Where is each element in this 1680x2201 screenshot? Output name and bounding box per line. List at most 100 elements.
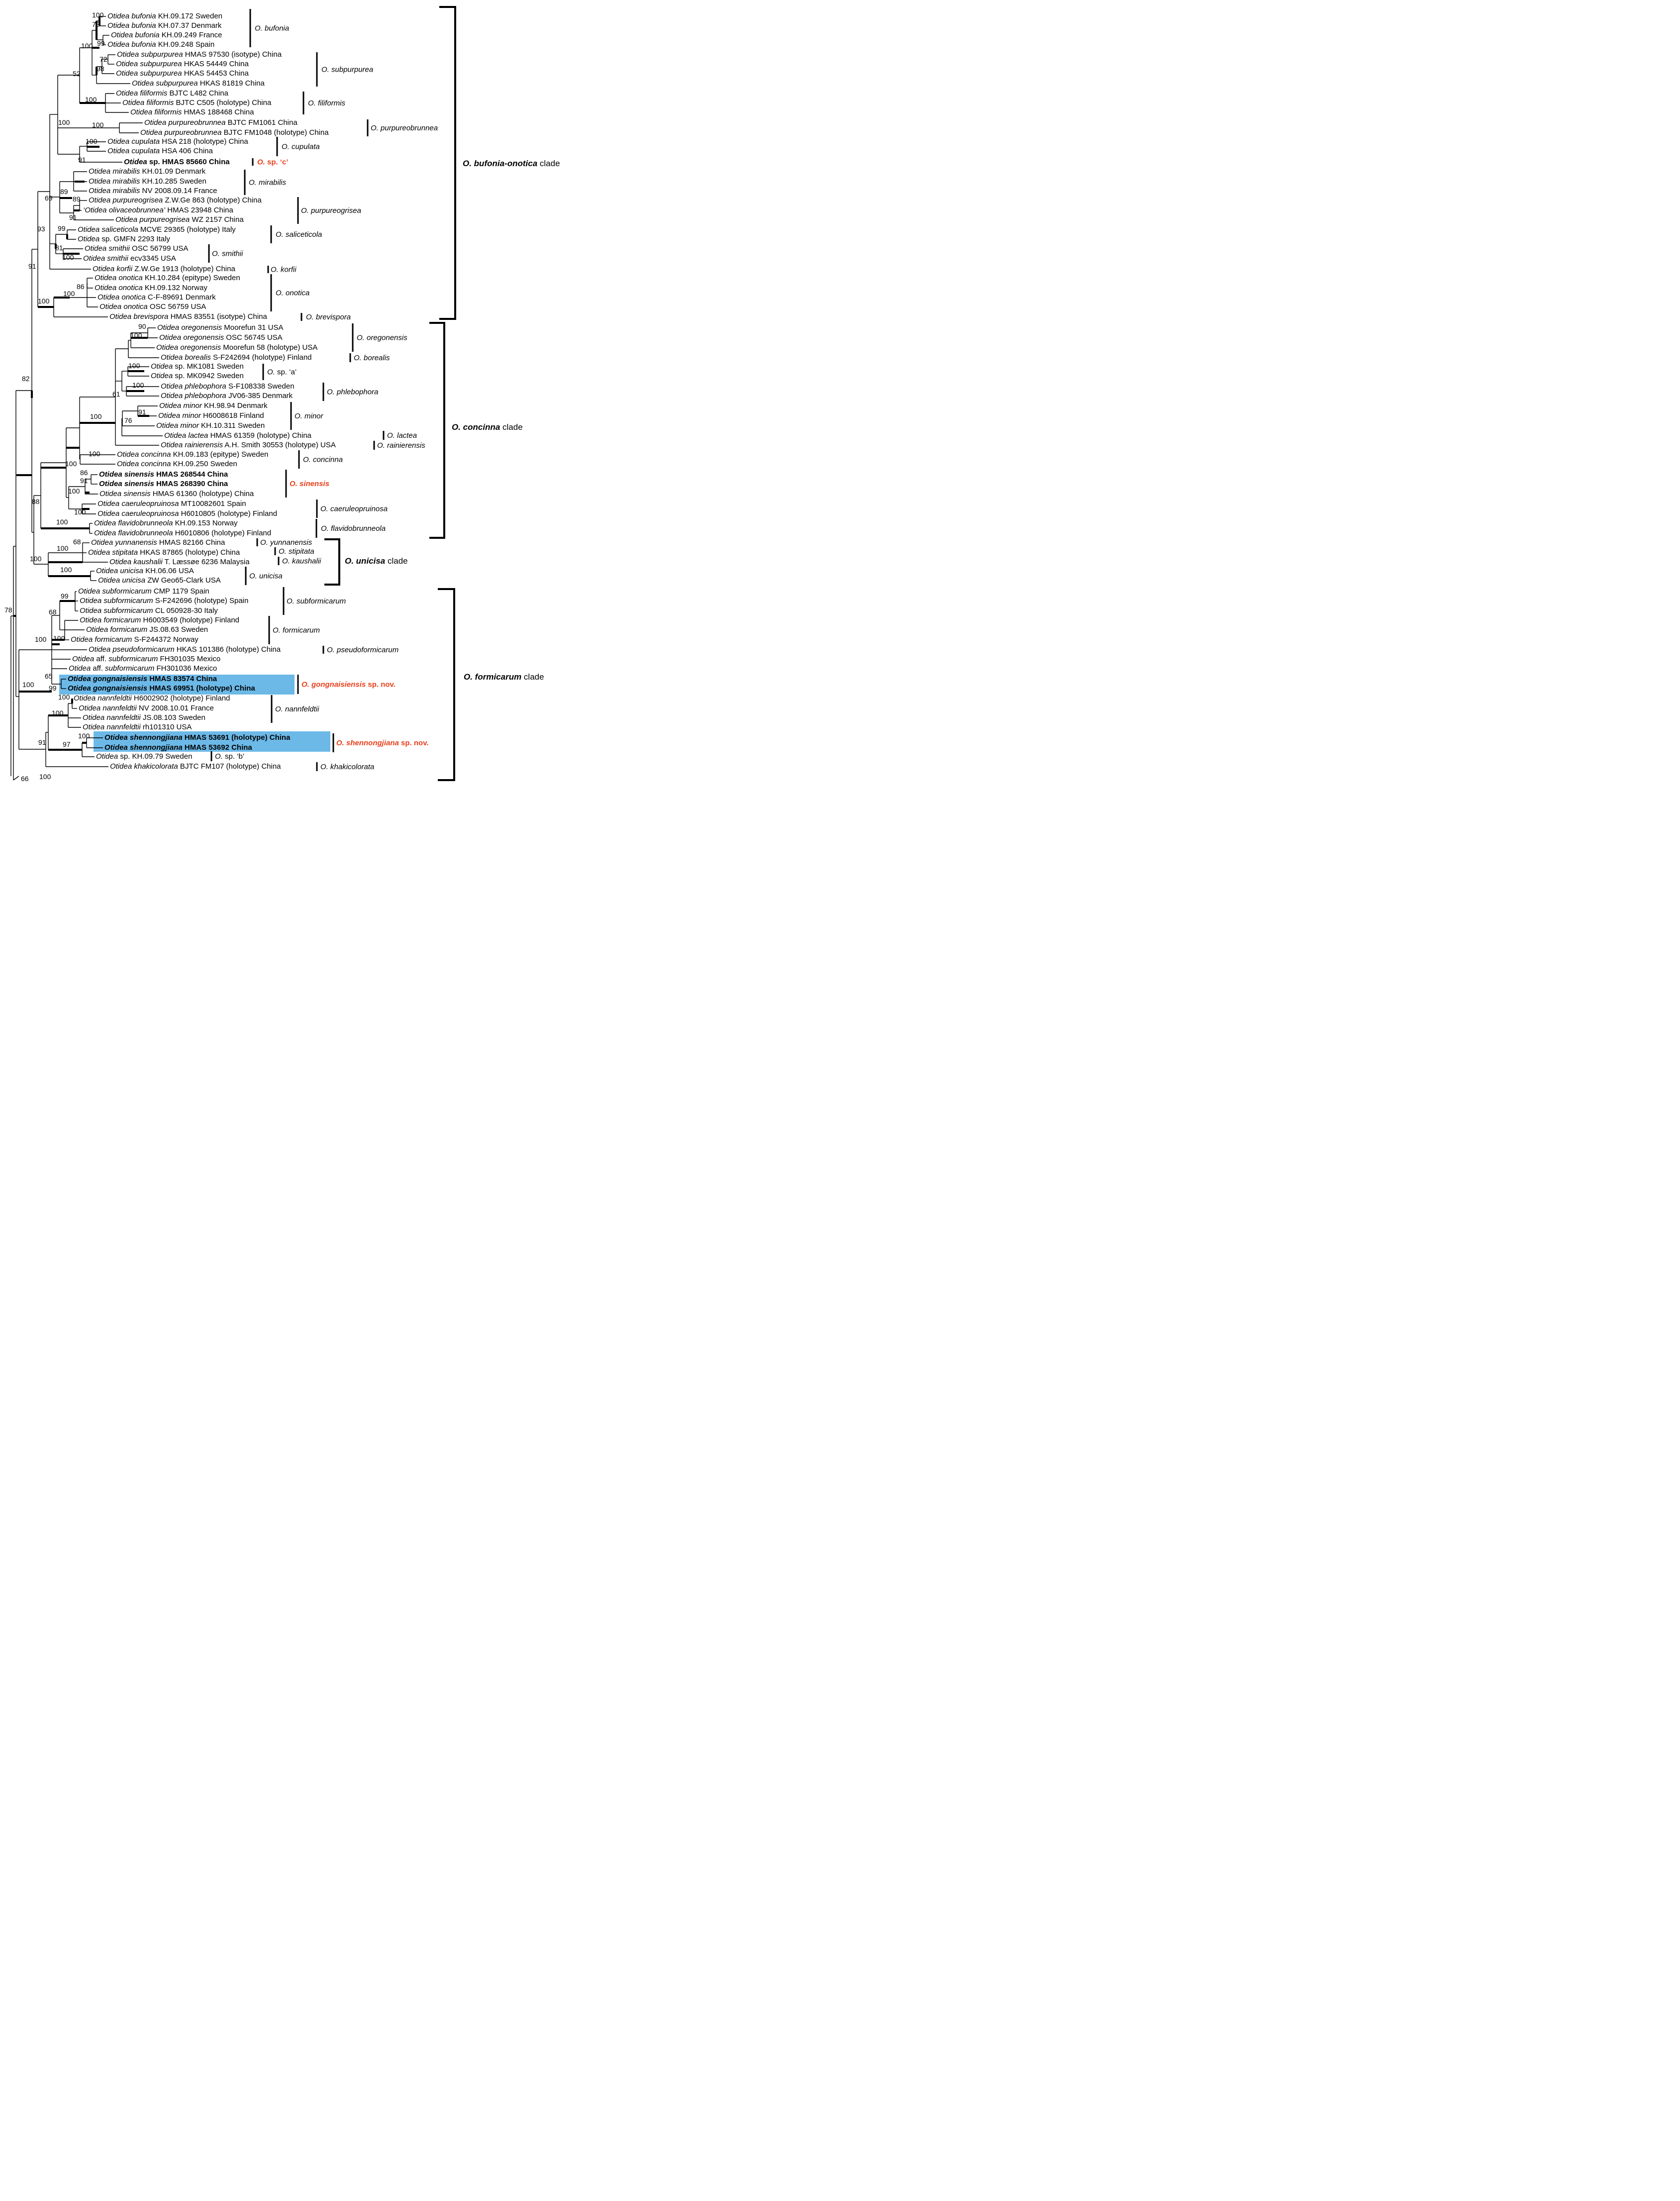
taxon-label: Otidea flavidobrunneola KH.09.153 Norway (94, 519, 238, 527)
taxon-label: Otidea minor KH.98.94 Denmark (159, 401, 268, 410)
support-value: 68 (49, 608, 57, 616)
taxon-label: Otidea sp. MK0942 Sweden (151, 372, 244, 380)
support-value: 91 (138, 408, 146, 416)
species-label: O. korfii (271, 265, 296, 274)
support-value: 100 (62, 253, 74, 261)
taxon-label: Otidea formicarum JS.08.63 Sweden (86, 625, 208, 634)
species-label: O. minor (295, 412, 324, 420)
clade-bracket (438, 588, 455, 781)
support-value: 91 (28, 262, 36, 270)
support-value: 100 (22, 681, 34, 689)
species-label: O. nannfeldtii (275, 705, 319, 713)
support-value: 61 (112, 390, 120, 398)
support-value: 100 (85, 96, 97, 103)
taxon-label: Otidea aff. subformicarum FH301036 Mexic… (69, 664, 217, 673)
support-value: 100 (81, 42, 93, 50)
taxon-label: Otidea rainierensis A.H. Smith 30553 (ho… (161, 441, 336, 449)
support-value: 68 (73, 538, 81, 546)
clade-label: O. concinna clade (452, 422, 523, 432)
species-label: O. pseudoformicarum (327, 646, 398, 654)
taxon-label: Otidea filiformis HMAS 188468 China (130, 108, 254, 116)
taxon-label: Otidea subpurpurea HKAS 81819 China (132, 79, 265, 88)
taxon-label: ‘Otidea olivaceobrunnea’ HMAS 23948 Chin… (83, 206, 234, 214)
species-label: O. sp. ‘b’ (215, 752, 244, 761)
clade-label: O. formicarum clade (464, 672, 544, 682)
species-label: O. formicarum (273, 626, 320, 634)
taxon-label: Otidea onotica KH.10.284 (epitype) Swede… (95, 274, 240, 282)
species-label: O. cupulata (282, 142, 320, 151)
taxon-label: Otidea caeruleopruinosa H6010805 (holoty… (98, 509, 277, 518)
species-label: O. khakicolorata (320, 763, 374, 771)
taxon-label: Otidea oregonensis OSC 56745 USA (159, 333, 283, 342)
taxon-label: Otidea pseudoformicarum HKAS 101386 (hol… (89, 645, 281, 654)
taxon-label: Otidea nannfeldtii H6002902 (holotype) F… (74, 694, 230, 702)
support-value: 91 (80, 477, 88, 485)
taxon-label: Otidea bufonia KH.09.248 Spain (107, 40, 214, 49)
taxon-label: Otidea cupulata HSA 218 (holotype) China (107, 137, 248, 146)
support-value: 52 (73, 70, 81, 78)
taxon-label: Otidea sp. GMFN 2293 Italy (78, 235, 170, 243)
support-value: 86 (77, 283, 85, 291)
taxon-label: Otidea minor KH.10.311 Sweden (156, 421, 265, 430)
support-value: 100 (130, 331, 142, 339)
support-value: 100 (38, 297, 50, 305)
species-label: O. sinensis (290, 480, 329, 488)
taxon-label: Otidea shennongjiana HMAS 53691 (holotyp… (104, 733, 291, 742)
taxon-label: Otidea gongnaisiensis HMAS 83574 China (68, 675, 217, 683)
taxon-label: Otidea onotica OSC 56759 USA (99, 302, 206, 311)
support-value: 100 (60, 566, 72, 574)
taxon-label: Otidea sinensis HMAS 61360 (holotype) Ch… (99, 490, 254, 498)
species-label: O. smithii (212, 249, 243, 258)
species-label: O. filiformis (308, 99, 346, 107)
taxon-label: Otidea subformicarum S-F242696 (holotype… (80, 597, 248, 605)
taxon-label: Otidea purpureogrisea Z.W.Ge 863 (holoty… (89, 196, 262, 204)
species-label: O. subformicarum (287, 597, 346, 605)
taxon-label: Otidea sinensis HMAS 268544 China (99, 470, 228, 479)
support-value: 100 (74, 508, 86, 516)
species-label: O. shennongjiana sp. nov. (336, 739, 429, 747)
support-value: 100 (128, 362, 140, 370)
support-value: 88 (32, 498, 40, 505)
support-value: 98 (97, 65, 104, 73)
taxon-label: Otidea onotica C-F-89691 Denmark (98, 293, 216, 301)
support-value: 100 (86, 137, 98, 145)
support-value: 91 (38, 738, 46, 746)
clade-bracket (439, 6, 456, 320)
taxon-label: Otidea sp. MK1081 Sweden (151, 362, 244, 371)
support-value: 76 (124, 416, 132, 424)
species-label: O. purpureogrisea (301, 206, 361, 215)
taxon-label: Otidea bufonia KH.09.172 Sweden (107, 12, 222, 20)
species-label: O. kaushalii (282, 557, 321, 565)
taxon-label: Otidea unicisa KH.06.06 USA (96, 567, 194, 575)
support-value: 100 (78, 732, 90, 740)
taxon-label: Otidea caeruleopruinosa MT10082601 Spain (98, 500, 246, 508)
species-label: O. saliceticola (276, 230, 322, 239)
taxon-label: Otidea phlebophora JV06-385 Denmark (161, 392, 293, 400)
support-value: 99 (49, 684, 57, 692)
support-value: 100 (58, 118, 70, 126)
taxon-label: Otidea subformicarum CL 050928-30 Italy (80, 606, 218, 615)
support-value: 100 (89, 450, 100, 458)
species-label: O. yunnanensis (260, 538, 312, 547)
support-value: 89 (60, 188, 68, 196)
taxon-label: Otidea borealis S-F242694 (holotype) Fin… (161, 353, 312, 362)
support-value: 100 (57, 544, 69, 552)
species-label: O. flavidobrunneola (321, 524, 386, 533)
taxon-label: Otidea filiformis BJTC C505 (holotype) C… (122, 99, 272, 107)
taxon-label: Otidea subpurpurea HMAS 97530 (isotype) … (117, 50, 282, 59)
support-value: 72 (99, 55, 107, 63)
taxon-label: Otidea smithii ecv3345 USA (83, 254, 176, 263)
taxon-label: Otidea sp. HMAS 85660 China (124, 158, 230, 166)
taxon-label: Otidea subformicarum CMP 1179 Spain (78, 587, 209, 596)
support-value: 91 (78, 156, 86, 164)
taxon-label: Otidea unicisa ZW Geo65-Clark USA (98, 576, 221, 585)
support-value: 82 (22, 375, 30, 383)
taxon-label: Otidea concinna KH.09.183 (epitype) Swed… (117, 450, 268, 459)
taxon-label: Otidea brevispora HMAS 83551 (isotype) C… (109, 312, 267, 321)
species-label: O. sp. ‘c’ (257, 158, 289, 166)
species-label: O. rainierensis (377, 441, 425, 450)
support-value: 86 (80, 469, 88, 477)
support-value: 100 (92, 121, 104, 129)
species-label: O. unicisa (249, 572, 283, 580)
taxon-label: Otidea nannfeldtii rh101310 USA (83, 723, 192, 731)
